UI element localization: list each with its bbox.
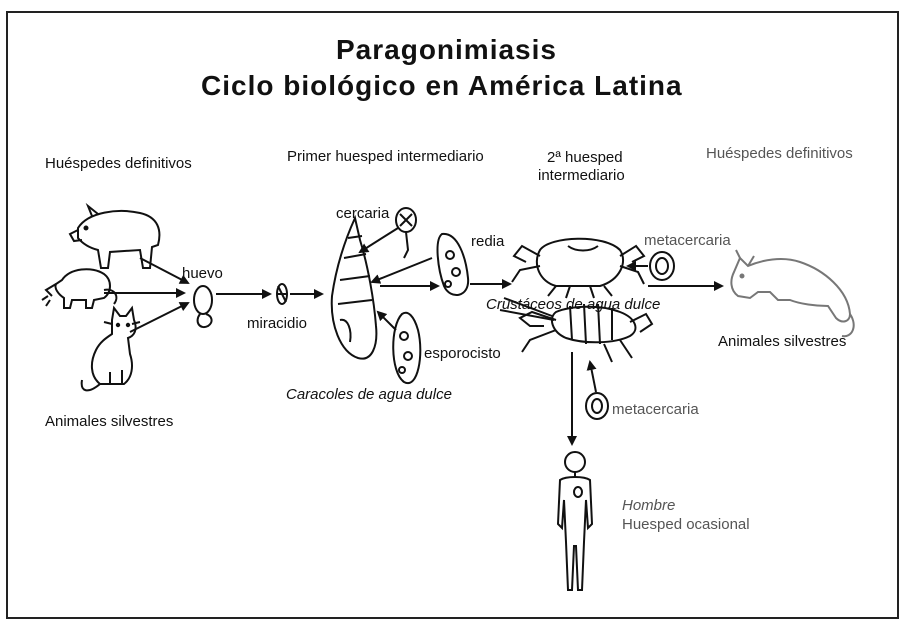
crayfish-icon bbox=[499, 297, 654, 363]
label-huevo: huevo bbox=[182, 265, 223, 282]
metacercaria-top-icon bbox=[649, 251, 675, 281]
metacercaria-bottom-icon bbox=[585, 392, 609, 420]
label-redia: redia bbox=[471, 233, 505, 250]
cercaria-icon bbox=[395, 207, 417, 259]
header-definitive-hosts-right: Huéspedes definitivos bbox=[706, 145, 853, 162]
label-metacercaria-bottom: metacercaria bbox=[612, 401, 699, 418]
label-cercaria: cercaria bbox=[336, 205, 390, 222]
label-occasional-host: Huesped ocasional bbox=[622, 516, 750, 533]
label-man: Hombre bbox=[622, 497, 676, 514]
human-icon bbox=[556, 451, 594, 591]
cat-icon bbox=[80, 305, 141, 392]
label-wild-animals-right: Animales silvestres bbox=[718, 333, 847, 350]
egg-icon bbox=[193, 285, 213, 328]
title-line-2: Ciclo biológico en América Latina bbox=[201, 70, 683, 101]
redia-icon bbox=[436, 232, 470, 296]
sporocyst-icon bbox=[392, 311, 422, 385]
header-second-intermediate-host-line2: intermediario bbox=[538, 167, 625, 184]
label-freshwater-snails: Caracoles de agua dulce bbox=[286, 386, 452, 403]
wild-animal-right-icon bbox=[730, 249, 855, 338]
snail-icon bbox=[330, 214, 378, 360]
header-first-intermediate-host: Primer huesped intermediario bbox=[287, 148, 484, 165]
title-line-1: Paragonimiasis bbox=[336, 34, 557, 65]
label-miracidio: miracidio bbox=[247, 315, 308, 332]
diagram-frame bbox=[6, 11, 899, 619]
label-metacercaria-top: metacercaria bbox=[644, 232, 731, 249]
header-definitive-hosts-left: Huéspedes definitivos bbox=[45, 155, 192, 172]
label-esporocisto: esporocisto bbox=[424, 345, 501, 362]
miracidium-icon bbox=[276, 283, 288, 305]
label-wild-animals-left: Animales silvestres bbox=[45, 413, 174, 430]
pig-icon bbox=[68, 202, 161, 269]
opossum-icon bbox=[41, 268, 118, 309]
crab-icon bbox=[511, 237, 646, 299]
label-freshwater-crustaceans: Crustáceos de agua dulce bbox=[486, 296, 661, 313]
header-second-intermediate-host-line1: 2ª huesped bbox=[547, 149, 623, 166]
